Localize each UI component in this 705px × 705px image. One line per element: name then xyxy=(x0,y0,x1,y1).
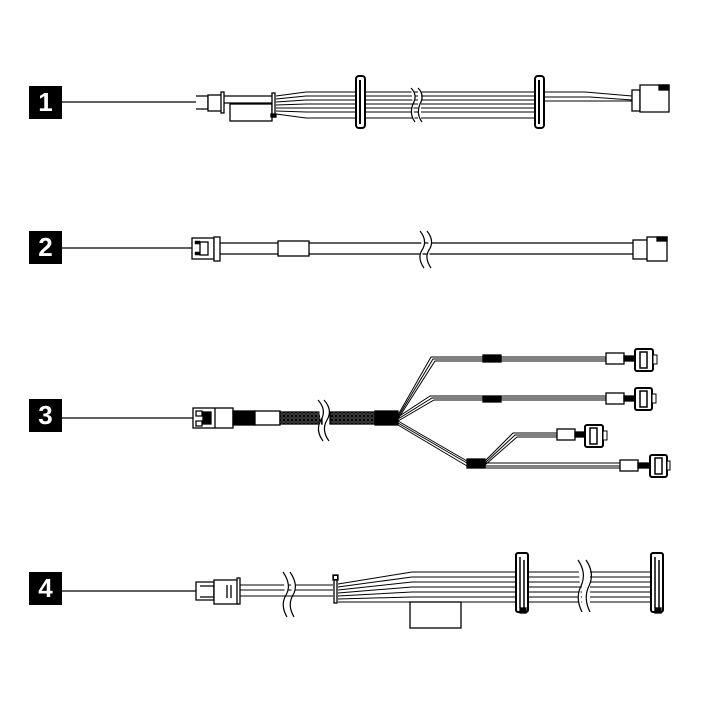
cable-3-break-mark xyxy=(317,399,330,442)
callout-4: 4 xyxy=(29,572,62,605)
cable-4-left-connector xyxy=(195,577,241,605)
cable-2-ferrite-sleeve xyxy=(277,240,310,257)
cable-3-host-connector xyxy=(192,407,234,429)
cable-3-branch-1 xyxy=(397,348,658,420)
cable-1-left-connector xyxy=(196,91,225,114)
cable-3-branch-3 xyxy=(484,424,608,466)
cable-2-break-mark xyxy=(419,230,433,269)
cable-3 xyxy=(62,348,671,478)
cable-4-module-box xyxy=(409,601,462,629)
cable-2 xyxy=(62,230,668,269)
cable-3-braided-sheath xyxy=(279,411,323,425)
cable-1-break-mark xyxy=(410,87,423,123)
cable-2-left-connector xyxy=(191,236,221,262)
cable-1-ribbon-connector-1 xyxy=(355,75,366,129)
cable-4-break-mark-2 xyxy=(577,559,592,613)
callout-3: 3 xyxy=(29,399,62,432)
cable-4-break-mark xyxy=(282,571,296,618)
callout-1: 1 xyxy=(29,86,62,119)
cable-2-right-connector xyxy=(632,236,668,262)
cable-4-ribbon-connector-1 xyxy=(515,552,529,614)
cable-1-ribbon-connector-2 xyxy=(534,75,545,129)
cable-3-label-sleeve xyxy=(254,410,281,426)
cable-4-cable-tie xyxy=(332,574,339,604)
cable-1 xyxy=(62,75,670,129)
cable-4 xyxy=(62,552,664,629)
cable-1-ferrite-box xyxy=(229,103,273,122)
cable-3-branch-4 xyxy=(485,454,671,478)
cable-4-ribbon-connector-2 xyxy=(650,552,664,614)
cable-3-branch-2 xyxy=(397,387,657,422)
callout-2: 2 xyxy=(29,231,62,264)
cable-1-right-connector xyxy=(631,84,670,113)
